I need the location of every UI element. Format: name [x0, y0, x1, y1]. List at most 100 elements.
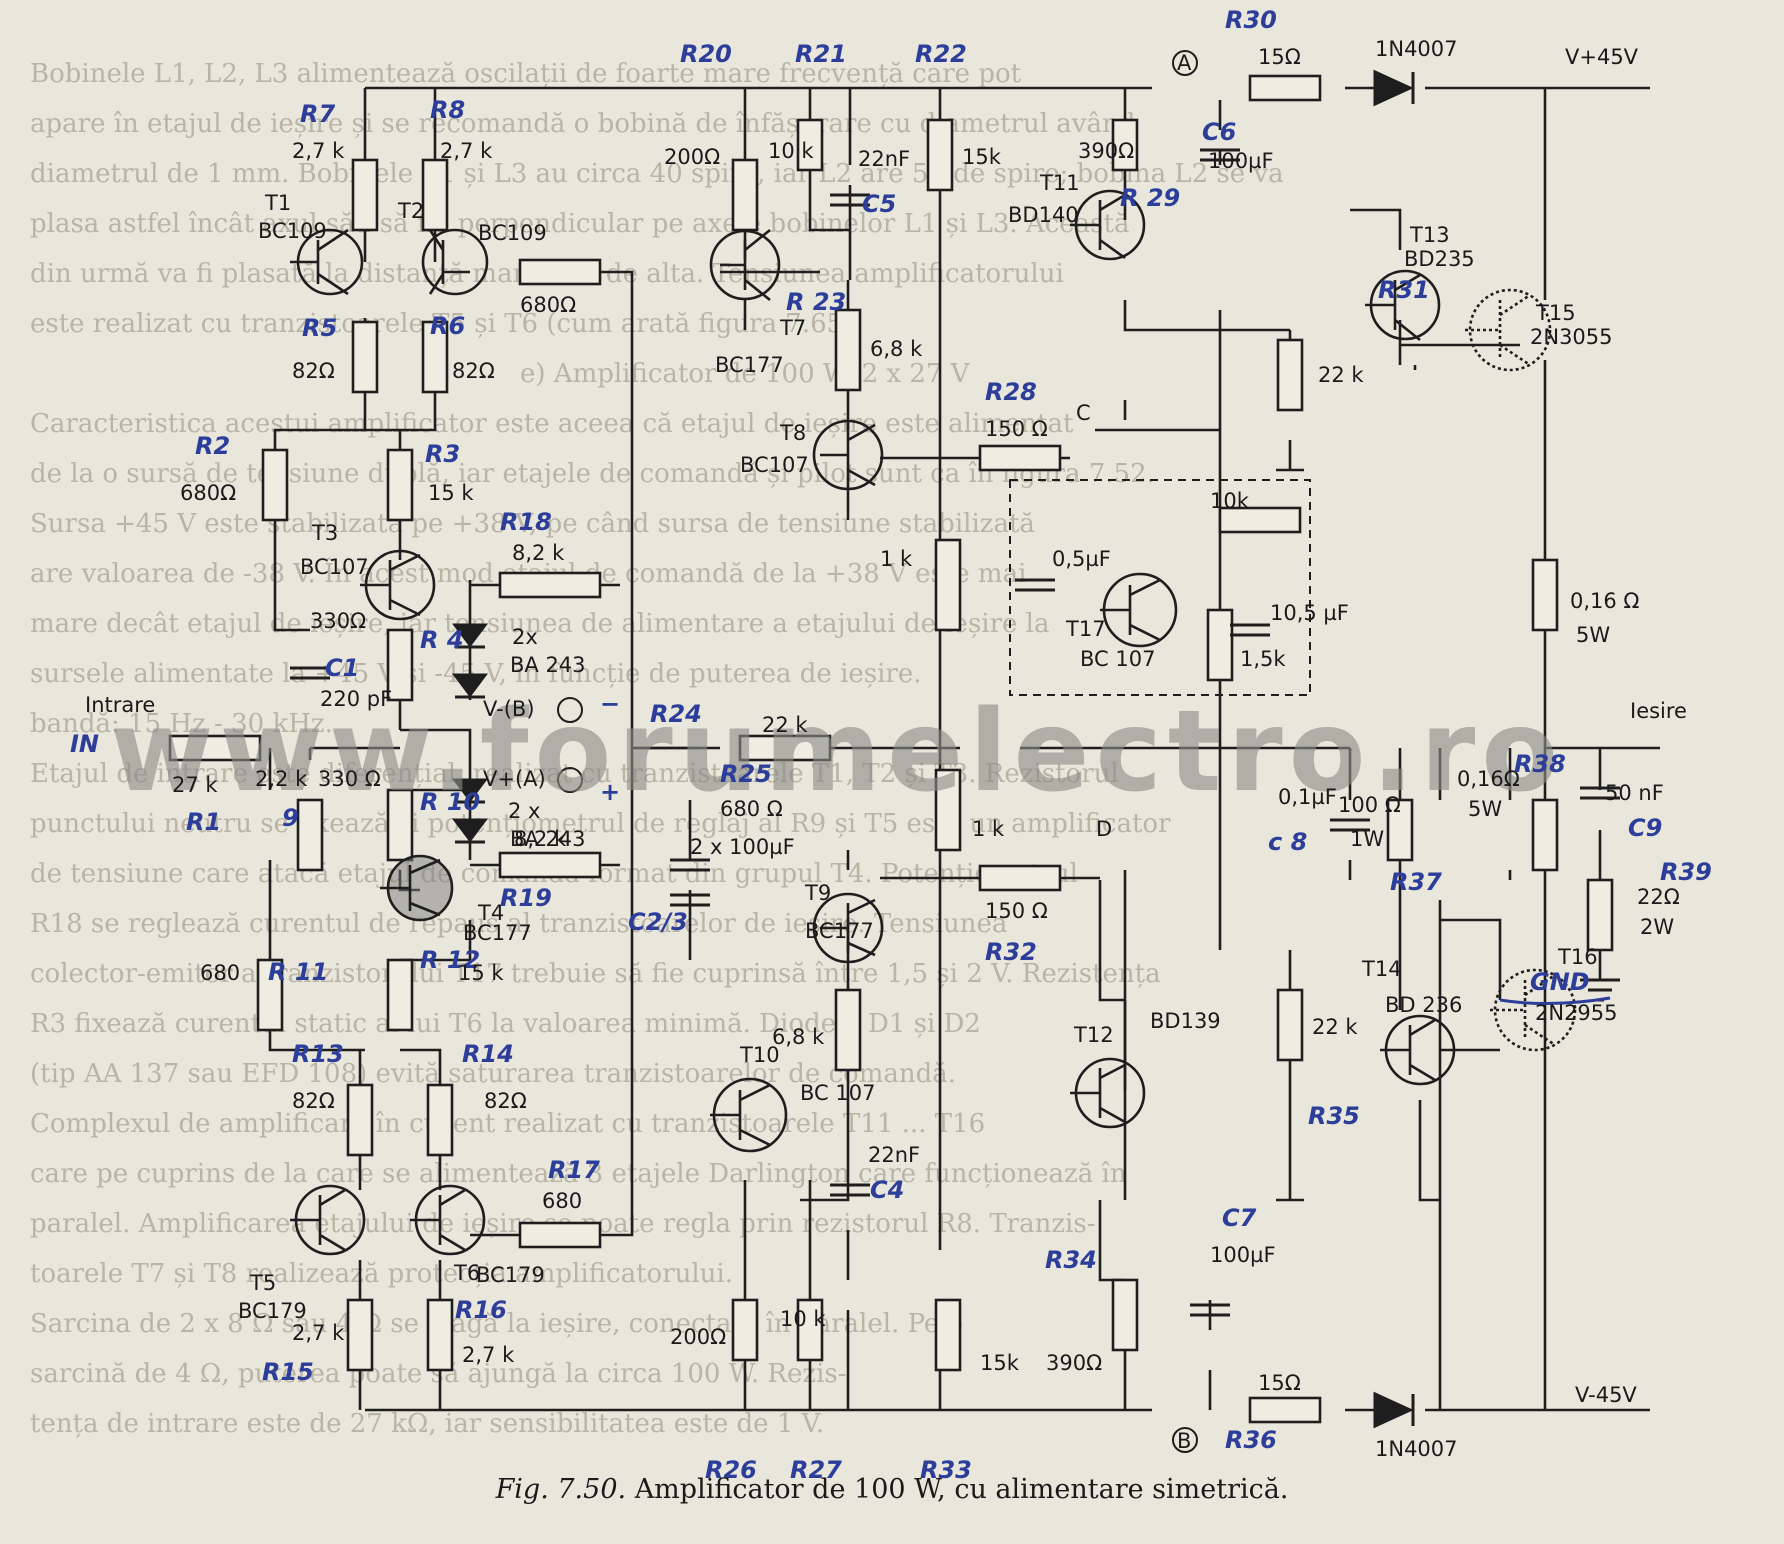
label-t11-type: BD140 — [1008, 203, 1079, 227]
label-r19-val: 8,2 k — [514, 827, 567, 851]
label-t13: T13 — [1409, 223, 1450, 247]
label-r16-val: 2,7 k — [462, 1343, 515, 1367]
label-t5: T5 — [249, 1271, 276, 1295]
label-t4-type: BC177 — [463, 921, 532, 945]
label-r25: R25 — [720, 760, 772, 788]
label-c23-val: 2 x 100µF — [690, 835, 795, 859]
resistor-r22 — [926, 118, 954, 192]
label-intrare: Intrare — [85, 693, 155, 717]
label-r9: 9 — [282, 804, 299, 832]
resistor-r19 — [498, 851, 602, 879]
label-r21: R21 — [795, 40, 847, 68]
label-r22: R22 — [915, 40, 967, 68]
label-r35-val: 22 k — [1312, 1015, 1358, 1039]
potentiometer-r9 — [296, 798, 324, 872]
label-t11: T11 — [1039, 171, 1080, 195]
test-point-a — [1172, 50, 1198, 76]
label-c-05: 0,5µF — [1052, 547, 1111, 571]
label-c-105: 10,5 µF — [1270, 601, 1349, 625]
label-in: IN — [70, 730, 99, 758]
label-d-ba243-b: BA 243 — [510, 827, 586, 851]
resistor-r26 — [731, 1298, 759, 1362]
label-r24-val: 22 k — [762, 713, 808, 737]
caption-fig-number: Fig. 7.50. — [495, 1474, 627, 1505]
potentiometer-1k-top — [934, 538, 962, 632]
label-r17-val: 680 — [542, 1189, 582, 1213]
transistor-t4 — [380, 854, 454, 922]
label-t7: T7 — [779, 316, 806, 340]
label-c4-val: 22nF — [868, 1143, 920, 1167]
label-gnd: GND — [1530, 968, 1590, 996]
label-c: C — [1076, 401, 1091, 425]
test-point-vplusa — [557, 767, 583, 793]
label-c6: C6 — [1202, 118, 1236, 146]
label-t8-type: BC107 — [740, 453, 809, 477]
label-r26: R26 — [705, 1456, 757, 1484]
background-text-line: punctului neutru se fixează și potențiom… — [30, 809, 1171, 839]
label-d-top: 1N4007 — [1375, 37, 1458, 61]
potentiometer-10k — [1218, 506, 1302, 534]
label-c5: C5 — [862, 190, 896, 218]
resistor-r15 — [346, 1298, 374, 1372]
label-t16-type: 2N2955 — [1535, 1001, 1618, 1025]
label-c4: C4 — [870, 1176, 904, 1204]
label-c8: c 8 — [1268, 828, 1307, 856]
label-r25-val: 680 Ω — [720, 797, 783, 821]
label-r9-val: 2,2 k — [255, 767, 308, 791]
label-r13: R13 — [292, 1040, 344, 1068]
label-r13-val: 82Ω — [292, 1089, 335, 1113]
resistor-r31 — [1276, 338, 1304, 412]
label-t8: T8 — [779, 421, 806, 445]
label-t14-type: BD 236 — [1385, 993, 1462, 1017]
label-d2x: 2x — [512, 625, 538, 649]
label-r22-val: 15k — [962, 145, 1002, 169]
label-d-ba243: BA 243 — [510, 653, 586, 677]
label-t6-type: BC179 — [476, 1263, 545, 1287]
capacitor-c8 — [1330, 818, 1370, 832]
label-pot1k-bot: 1 k — [972, 817, 1005, 841]
label-minus: − — [600, 690, 620, 718]
label-t16: T16 — [1557, 945, 1598, 969]
label-t17: T17 — [1065, 617, 1106, 641]
resistor-680-top — [518, 258, 602, 286]
label-c9: C9 — [1628, 814, 1662, 842]
label-t15-type: 2N3055 — [1530, 325, 1613, 349]
label-vplusa: V+(A) — [483, 767, 546, 791]
resistor-r24 — [738, 734, 832, 762]
resistor-016-top — [1531, 558, 1559, 632]
label-r35: R35 — [1308, 1102, 1360, 1130]
label-r12-val: 15 k — [458, 961, 504, 985]
label-c23: C2/3 — [628, 908, 688, 936]
background-text-line: de la o sursă de tensiune dublă, iar eta… — [30, 459, 1155, 489]
label-r1: R1 — [186, 808, 221, 836]
resistor-r27 — [796, 1298, 824, 1362]
background-text-line: e) Amplificator de 100 W, 2 x 27 V — [520, 359, 971, 389]
label-r18: R18 — [500, 508, 552, 536]
transistor-t17 — [1100, 572, 1178, 648]
resistor-r6 — [421, 320, 449, 394]
resistor-r12 — [386, 958, 414, 1032]
label-r6: R6 — [430, 312, 465, 340]
label-r4: R 4 — [420, 626, 464, 654]
label-t7-type: BC177 — [715, 353, 784, 377]
label-pointa: A — [1177, 51, 1192, 75]
resistor-r17 — [518, 1221, 602, 1249]
label-r29: R 29 — [1120, 184, 1180, 212]
label-r11: R 11 — [268, 958, 328, 986]
label-r18-val: 8,2 k — [512, 541, 565, 565]
label-r37: R37 — [1390, 868, 1442, 896]
transistor-t14 — [1380, 1014, 1456, 1086]
label-r016-top: 0,16 Ω — [1570, 589, 1639, 613]
resistor-r16 — [426, 1298, 454, 1372]
resistor-r14 — [426, 1083, 454, 1157]
resistor-r2 — [261, 448, 289, 522]
test-point-b — [1172, 1427, 1198, 1453]
background-text-line: mare decât etajul de ieșire, iar tensiun… — [30, 609, 1050, 639]
label-t2: T2 — [397, 199, 424, 223]
capacitor-c4 — [830, 1183, 870, 1197]
label-r2-val: 680Ω — [180, 481, 236, 505]
background-text-line: colector-emitor a tranzistorului T17 tre… — [30, 959, 1161, 989]
label-r36-val: 15Ω — [1258, 1371, 1301, 1395]
